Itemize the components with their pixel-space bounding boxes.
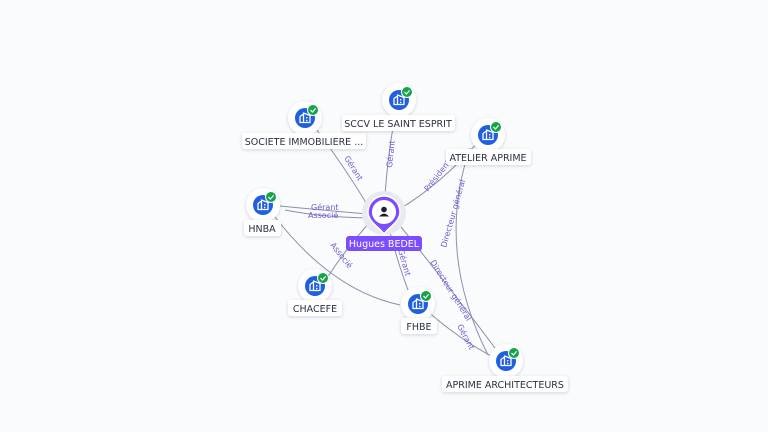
person-name: Hugues BEDEL: [349, 239, 420, 250]
node-label-bg: [342, 115, 455, 131]
relation-label-aprime-2: Gérant: [455, 322, 477, 351]
relation-label-sccv: Gérant: [384, 140, 397, 168]
node-label-bg: [242, 133, 366, 149]
company-node-sccv[interactable]: SCCV LE SAINT ESPRIT: [342, 83, 455, 131]
relation-label-atelier-aprime: Directeur général: [438, 178, 467, 248]
check-badge-icon: [307, 104, 319, 116]
relation-label-aprime-1: Directeur général: [428, 258, 474, 323]
person-label-bg: [346, 236, 422, 251]
node-label-bg: [446, 149, 531, 165]
person-node[interactable]: Hugues BEDEL: [346, 191, 422, 251]
company-node-sci[interactable]: SOCIETE IMMOBILIERE ...: [242, 101, 366, 149]
company-name: SOCIETE IMMOBILIERE ...: [245, 137, 364, 148]
check-badge-icon: [420, 290, 432, 302]
check-badge-icon: [401, 86, 413, 98]
company-name: APRIME ARCHITECTEURS: [446, 380, 564, 391]
company-name: SCCV LE SAINT ESPRIT: [344, 119, 452, 130]
node-label-bg: [288, 300, 342, 316]
company-node-chacefe[interactable]: CHACEFE: [288, 269, 342, 316]
company-name: FHBE: [406, 322, 431, 333]
edge-person-hnba-2: [284, 209, 369, 219]
node-label-bg: [401, 318, 437, 334]
edge-fhbe-aprime: [425, 309, 496, 359]
company-node-hnba[interactable]: HNBA: [244, 188, 281, 236]
company-node-aprime[interactable]: APRIME ARCHITECTEURS: [442, 344, 568, 392]
edge-hnba-fhbe: [271, 212, 401, 306]
relation-label-hnba-1: Gérant: [311, 202, 339, 212]
company-name: HNBA: [248, 224, 276, 235]
relation-label-hnba-2: Associé: [308, 210, 338, 220]
company-name: CHACEFE: [293, 304, 337, 315]
edge-atelier-aprime: [455, 147, 489, 356]
edge-person-hnba-1: [279, 205, 369, 215]
check-badge-icon: [508, 347, 520, 359]
check-badge-icon: [490, 121, 502, 133]
company-name: ATELIER APRIME: [449, 153, 526, 164]
check-badge-icon: [317, 272, 329, 284]
company-node-atelier[interactable]: ATELIER APRIME: [446, 118, 531, 165]
company-node-fhbe[interactable]: FHBE: [401, 287, 437, 334]
node-label-bg: [244, 220, 281, 236]
relation-label-sci: Gérant: [342, 154, 365, 183]
node-label-bg: [442, 376, 568, 392]
check-badge-icon: [265, 191, 277, 203]
person-icon: [379, 206, 389, 217]
